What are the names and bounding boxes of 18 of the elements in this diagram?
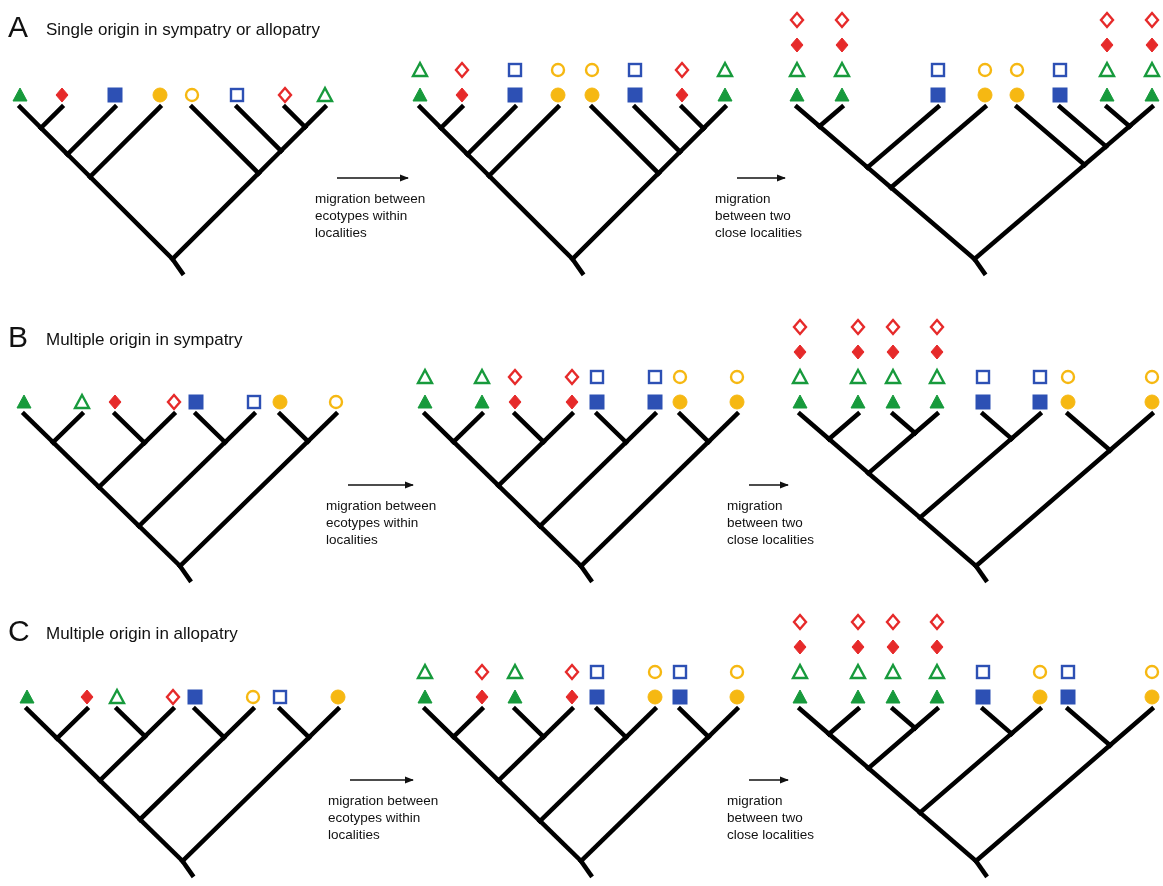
panel-letter: B (8, 320, 28, 354)
edge-label: migration between ecotypes within localities (326, 497, 438, 548)
arrow (349, 776, 414, 784)
arrow (736, 174, 786, 182)
panel-title: Multiple origin in allopatry (46, 624, 238, 644)
edge-label: migration between ecotypes within localities (328, 792, 440, 843)
arrow (748, 776, 789, 784)
panel-letter: C (8, 614, 30, 648)
panel-title: Multiple origin in sympatry (46, 330, 243, 350)
panel-title: Single origin in sympatry or allopatry (46, 20, 320, 40)
arrow (748, 481, 789, 489)
edge-label: migration between two close localities (727, 497, 816, 548)
arrow (336, 174, 409, 182)
edge-label: migration between ecotypes within localities (315, 190, 427, 241)
edge-label: migration between two close localities (727, 792, 816, 843)
panel-letter: A (8, 10, 28, 44)
edge-label: migration between two close localities (715, 190, 804, 241)
arrow (347, 481, 414, 489)
